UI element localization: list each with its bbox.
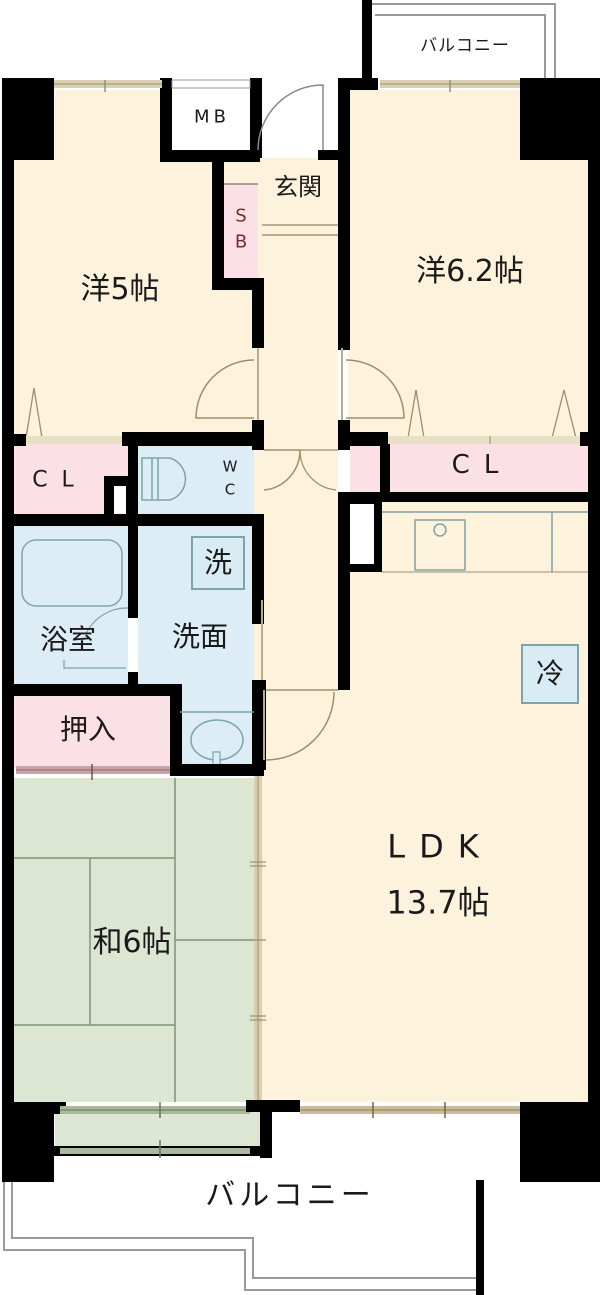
balcony-top-area — [370, 0, 585, 80]
shoe-box-area — [224, 183, 258, 281]
meter-box-label: MB — [194, 106, 230, 128]
closet-left-label: CL — [32, 467, 88, 493]
western-room-1-alcove — [55, 90, 165, 165]
washbasin-area — [180, 684, 254, 764]
refrigerator-space: 冷 — [521, 644, 579, 704]
ldk-size-label: 13.7帖 — [386, 883, 490, 922]
toilet-label-w: W — [222, 457, 238, 476]
washing-machine-label: 洗 — [203, 545, 233, 579]
washroom-label: 洗面 — [171, 619, 229, 653]
entrance-label: 玄関 — [274, 173, 322, 202]
ldk-upper-floor — [348, 500, 588, 580]
washing-machine-space: 洗 — [191, 536, 245, 590]
balcony-bottom-label: バルコニー — [205, 1177, 375, 1213]
meter-box-area — [170, 90, 250, 152]
toilet-label-c: C — [224, 480, 236, 499]
refrigerator-label: 冷 — [535, 656, 565, 690]
closet-right-label: CL — [451, 450, 513, 481]
balcony-top-label: バルコニー — [420, 36, 510, 57]
shoe-box-label-b: B — [234, 231, 248, 253]
japanese-room-label: 和6帖 — [92, 924, 172, 960]
ldk-label: LDK — [387, 827, 493, 866]
oshiire-label: 押入 — [59, 712, 117, 746]
western-room-2-label: 洋6.2帖 — [416, 253, 524, 289]
oshiire-area — [14, 696, 170, 768]
shoe-box-label-s: S — [235, 205, 247, 227]
western-room-1-label: 洋5帖 — [80, 271, 160, 307]
bathroom-label: 浴室 — [39, 622, 97, 656]
